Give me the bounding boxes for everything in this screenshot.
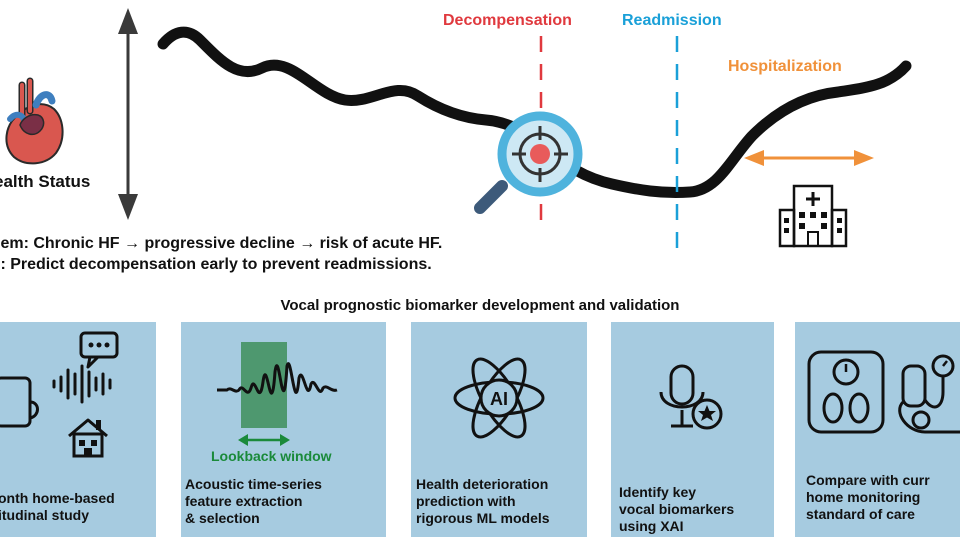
heart-icon [5, 77, 64, 165]
panel-xai-biomarkers-text: Identify key vocal biomarkers using XAI [619, 484, 735, 534]
readmission-label: Readmission [622, 12, 722, 29]
goal-statement: l: Predict decompensation early to preve… [0, 256, 432, 273]
panel-home-study-text: onth home-based itudinal study [0, 490, 115, 523]
health-status-label: ealth Status [0, 172, 91, 191]
health-status-axis [118, 8, 138, 220]
panel-ml-prediction-text: Health deterioration prediction with rig… [416, 476, 550, 526]
decompensation-label: Decompensation [443, 12, 572, 29]
panel-xai-biomarkers: Identify key vocal biomarkers using XAI [611, 322, 774, 537]
hospital-icon [778, 184, 848, 248]
panel-ml-prediction: AI Health deterioration prediction with … [411, 322, 587, 537]
section-title: Vocal prognostic biomarker development a… [280, 297, 680, 314]
panel-feature-extraction-text: Acoustic time-series feature extraction … [185, 476, 322, 526]
lookback-window-label: Lookback window [211, 448, 332, 464]
panel-standard-of-care-text: Compare with curr home monitoring standa… [806, 472, 930, 522]
magnifier-target-icon [474, 111, 583, 214]
lookback-window-arrow [238, 434, 290, 446]
speech-bubble-icon [79, 331, 119, 369]
house-icon [68, 418, 108, 458]
acoustic-signal-icon [217, 362, 338, 395]
panel-feature-extraction: Lookback window Acoustic time-series fea… [181, 322, 386, 537]
blood-pressure-monitor-icon [898, 354, 960, 434]
microphone-star-icon [659, 364, 723, 430]
ai-atom-icon: AI [453, 357, 545, 439]
hospitalization-label: Hospitalization [728, 58, 842, 75]
hospitalization-duration-arrow [744, 150, 874, 166]
readmission-line [675, 36, 679, 256]
panel-home-study: onth home-based itudinal study [0, 322, 156, 537]
panel-standard-of-care: Compare with curr home monitoring standa… [795, 322, 960, 537]
voice-waveform-icon [52, 364, 112, 404]
tablet-icon [0, 376, 39, 428]
problem-statement: lem: Chronic HF → progressive decline → … [0, 235, 443, 252]
weight-scale-icon [807, 350, 885, 434]
svg-text:AI: AI [490, 389, 508, 409]
